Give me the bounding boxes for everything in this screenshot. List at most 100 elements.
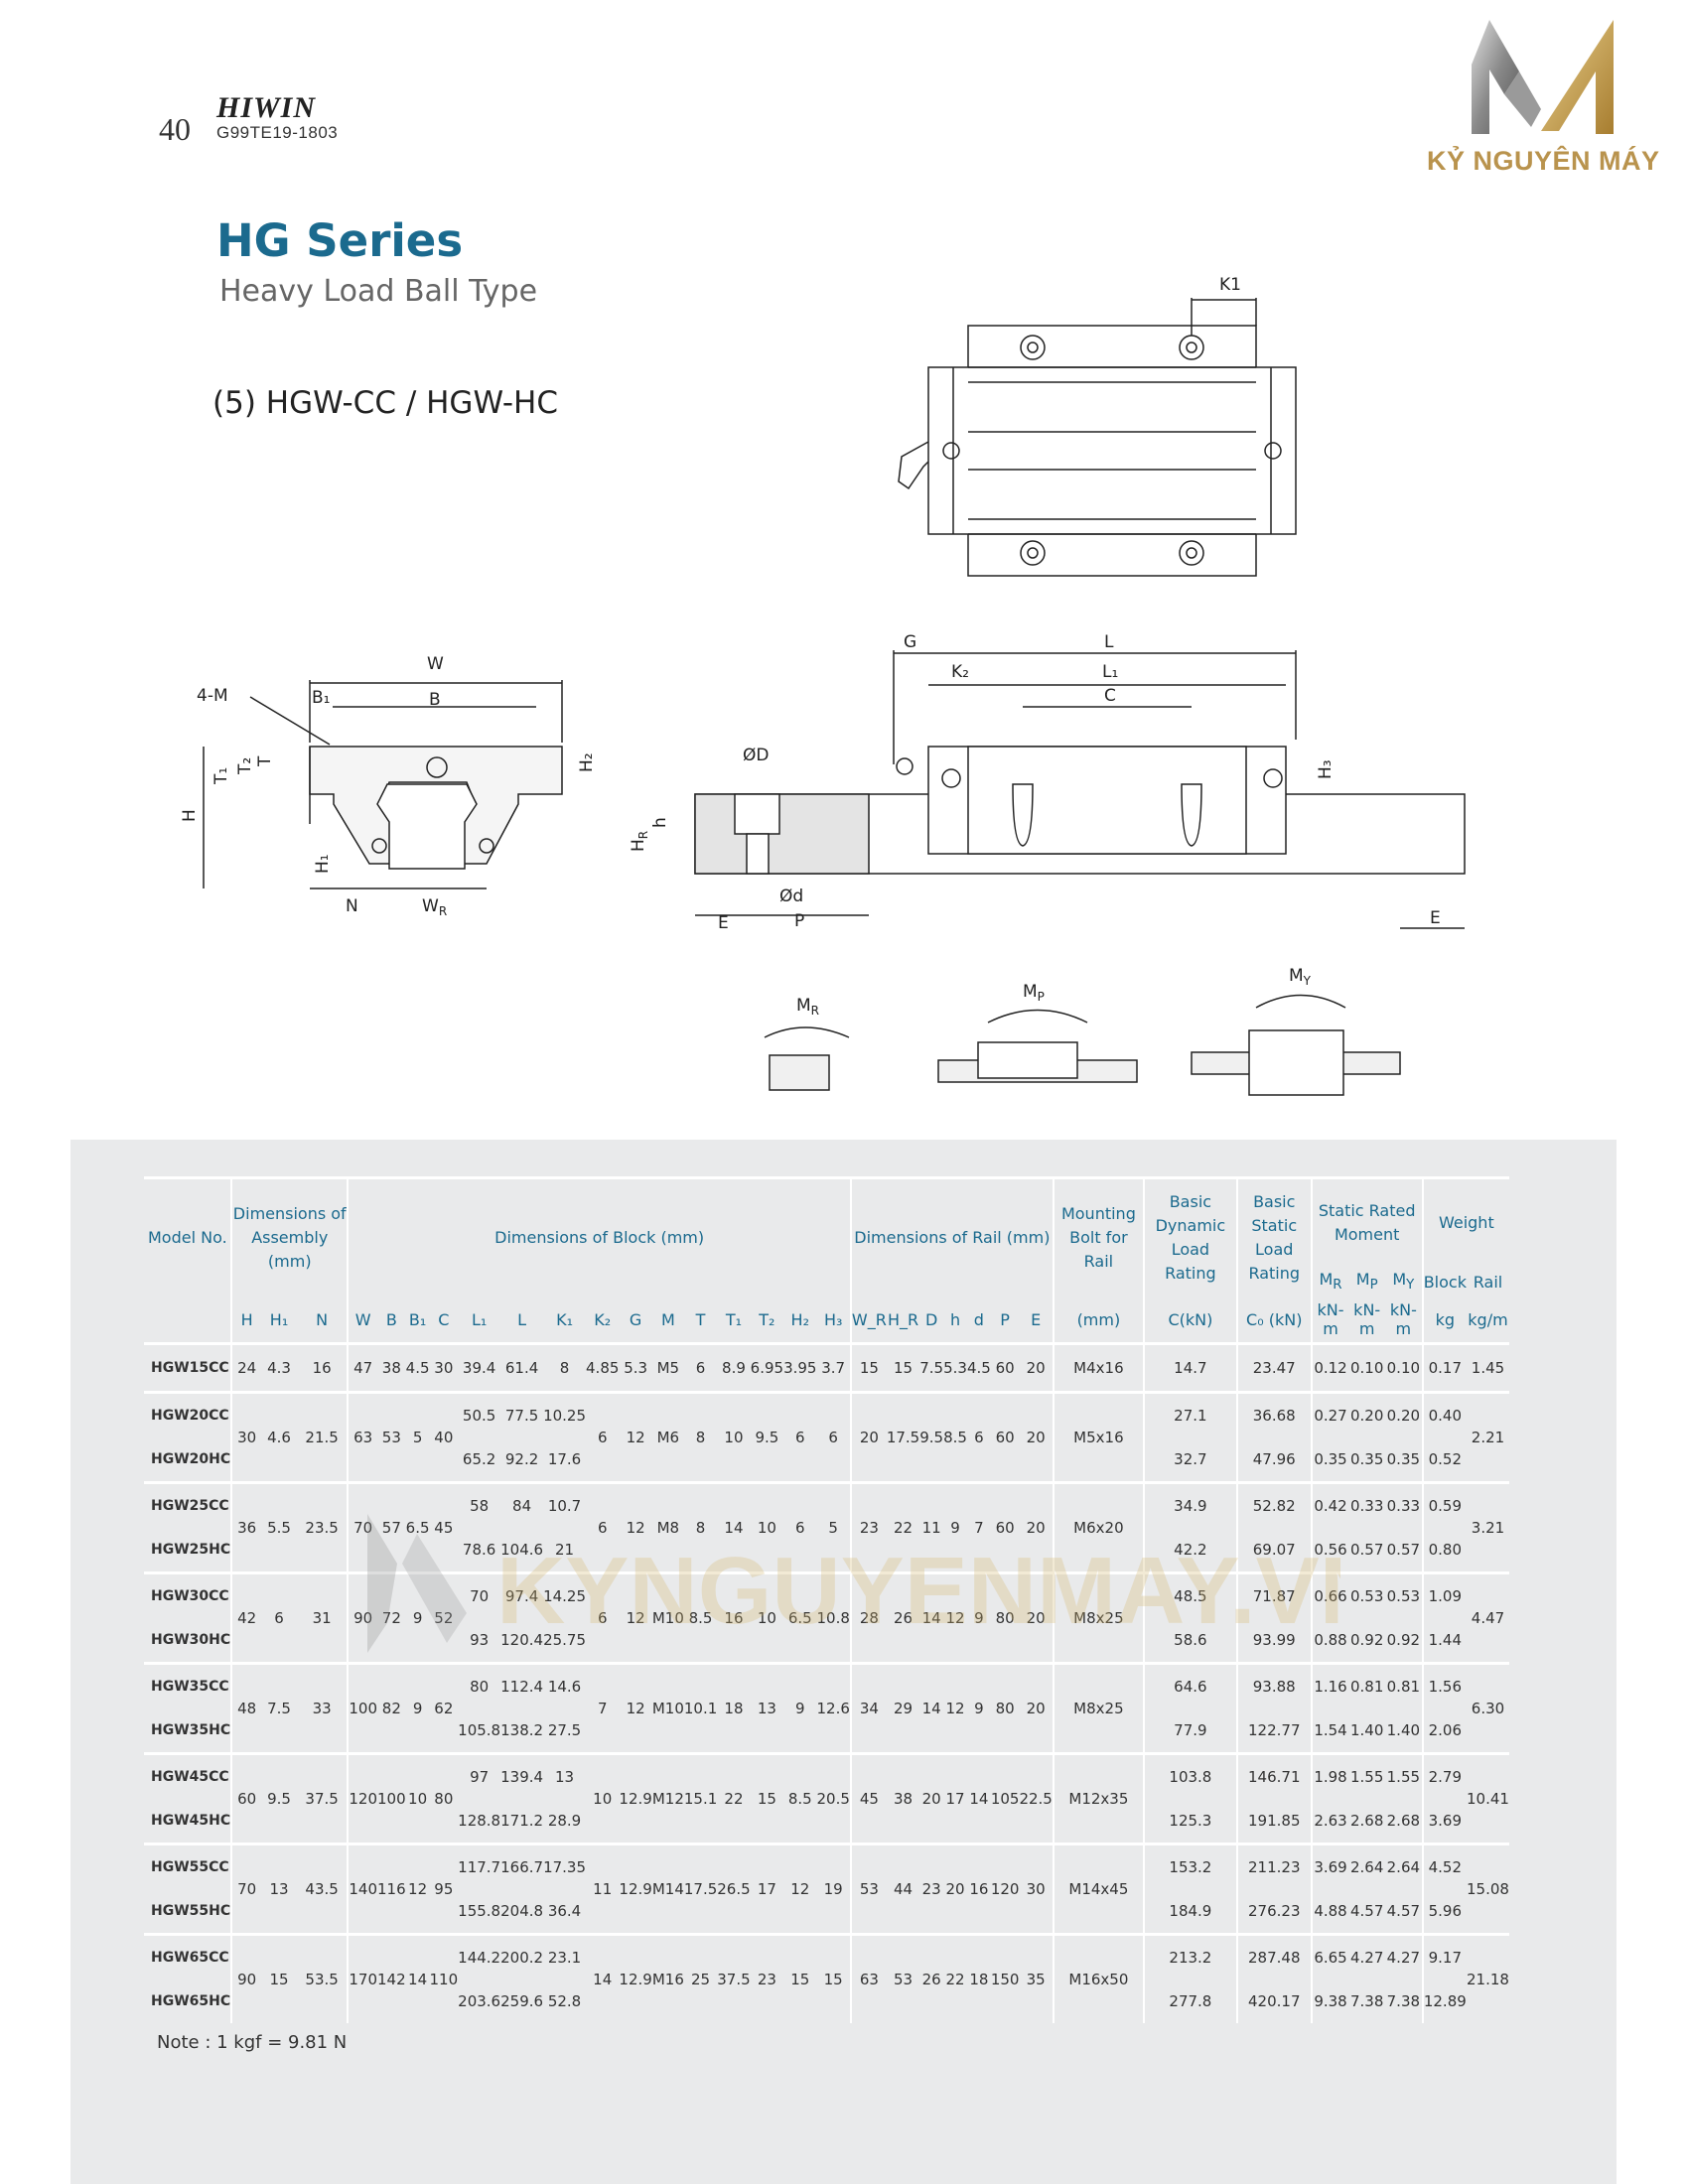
sub-rail: Rail [1473,1272,1503,1292]
rail-weight-cell: 10.41 [1466,1752,1509,1844]
table-cell: 1.16 [1310,1662,1349,1708]
unit-cell: P [990,1297,1020,1345]
table-cell: 16 [296,1342,349,1393]
table-cell: 34 [849,1662,887,1754]
table-cell: 36.68 [1235,1391,1312,1437]
label-h2: H₂ [577,752,597,772]
table-cell: 1.98 [1310,1752,1349,1799]
table-cell: 12 [783,1843,817,1935]
table-cell: 23 [919,1843,944,1935]
table-cell: 171.2 [500,1812,544,1830]
table-cell: 12.6 [816,1662,851,1754]
model-cell: HGW45CC [144,1752,232,1799]
table-cell: 35 [1019,1933,1054,2023]
table-cell: 120.4 [500,1631,544,1649]
table-cell: 10 [717,1391,751,1483]
header-moment: Static Rated Moment [1310,1176,1423,1267]
table-cell: 14 [966,1752,991,1844]
table-row: HGW30CC4263190729527097.414.25612M108.51… [144,1571,1509,1664]
unit-cell: E [1019,1297,1054,1345]
table-cell: 17.6 [547,1450,582,1468]
unit-cell: N [296,1297,349,1345]
table-cell: 61.4 [500,1342,544,1393]
table-cell: 45 [849,1752,887,1844]
unit-cell: C(kN) [1142,1297,1237,1345]
table-cell: 12.89 [1421,1979,1467,2023]
table-cell: 20 [1019,1571,1054,1664]
unit-cell: H₂ [783,1297,817,1345]
table-cell: 90 [347,1571,378,1664]
table-cell: 9 [943,1481,967,1573]
table-cell: 36 [230,1481,262,1573]
table-cell: 0.12 [1310,1342,1349,1393]
label-b1: B₁ [312,688,330,708]
table-cell: 60 [230,1752,262,1844]
table-cell: 9.38 [1310,1979,1349,2023]
table-cell: 0.42 [1310,1481,1349,1528]
table-cell: M14 [651,1843,684,1935]
technical-drawing: K1 W B B₁ 4-M H T₁ T₂ T H₂ H₁ N WR [180,275,1466,1096]
table-cell: 0.20 [1348,1391,1385,1437]
table-cell: 17.35 [543,1843,587,1889]
table-cell: 6 [783,1481,817,1573]
table-cell: 47.96 [1235,1437,1312,1483]
table-cell: 110 [429,1933,459,2023]
unit-cell: L [500,1297,544,1345]
table-cell: 69.07 [1235,1528,1312,1573]
table-cell: 12 [619,1481,652,1573]
table-cell: 211.23 [1235,1843,1312,1889]
table-cell: 12 [619,1391,652,1483]
unit-cell: h [943,1297,967,1345]
table-cell: 0.52 [1421,1437,1467,1483]
unit-cell: kg/m [1466,1297,1509,1345]
table-cell: 4.5 [966,1342,991,1393]
table-cell: 8.5 [783,1752,817,1844]
table-cell: 24 [230,1342,262,1393]
header-assembly: Dimensions of Assembly (mm) [230,1176,349,1297]
model-cell: HGW35HC [151,1722,231,1738]
table-cell: 16 [966,1843,991,1935]
table-cell: 21 [554,1541,575,1559]
label-e-right: E [1430,908,1441,928]
rail-weight-cell: 6.30 [1466,1662,1509,1754]
table-cell: 105.8 [458,1721,501,1739]
front-view: W B B₁ 4-M H T₁ T₂ T H₂ H₁ N WR [180,654,597,918]
table-cell: 90 [230,1933,262,2023]
label-phi-d-upper: ØD [743,746,769,765]
table-cell: 95 [429,1843,459,1935]
label-t: T [255,755,275,767]
table-cell: 60 [990,1342,1020,1393]
label-c: C [1104,686,1116,706]
table-cell: 10.25 [543,1391,587,1437]
series-subtitle: Heavy Load Ball Type [219,274,538,309]
table-cell: 120 [990,1843,1020,1935]
model-heading: (5) HGW-CC / HGW-HC [212,385,558,421]
table-cell: 40 [429,1391,459,1483]
sub-my: MY [1392,1270,1415,1294]
table-cell: 6.5 [783,1571,817,1664]
table-cell: 7 [966,1481,991,1573]
table-cell: 23.1 [543,1933,587,1979]
table-cell: 2.79 [1421,1752,1467,1799]
table-cell: 12.9 [619,1752,652,1844]
table-cell: 122.77 [1235,1708,1312,1754]
table-cell: M12 [651,1752,684,1844]
table-cell: 100 [347,1662,378,1754]
label-mp: MP [1023,982,1045,1004]
table-cell: 12.9 [619,1843,652,1935]
table-cell: 6 [783,1391,817,1483]
watermark: KYNGUYENMAY.VN [367,1514,1340,1653]
table-cell: 2.64 [1348,1843,1385,1889]
table-cell: 5.3 [619,1342,652,1393]
table-cell: 2.64 [1385,1843,1423,1889]
table-cell: 80 [458,1662,501,1708]
table-cell: 44 [886,1843,920,1935]
table-cell: 0.33 [1385,1481,1423,1528]
table-cell: 60 [990,1391,1020,1483]
table-cell: 6 [586,1481,620,1573]
table-cell: 184.9 [1142,1889,1237,1935]
table-cell: 146.71 [1235,1752,1312,1799]
